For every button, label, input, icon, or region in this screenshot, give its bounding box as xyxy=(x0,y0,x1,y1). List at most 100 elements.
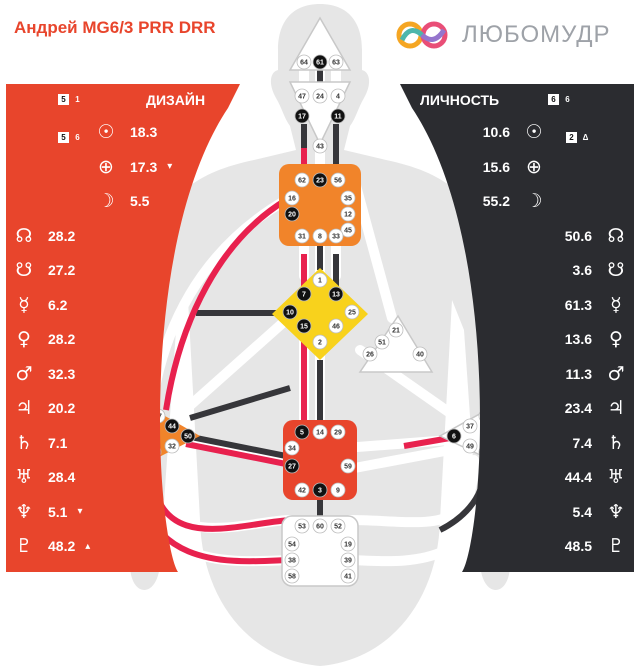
gate-32[interactable]: 32 xyxy=(164,438,180,454)
personality-row[interactable]: ♅44.4 xyxy=(500,463,630,491)
gate-2[interactable]: 2 xyxy=(312,334,328,350)
gate-number: 1 xyxy=(318,278,322,285)
gate-57[interactable]: 57 xyxy=(150,408,166,424)
design-row[interactable]: ♆5.1▾ xyxy=(10,498,140,526)
design-row[interactable]: ☽5.5 xyxy=(92,187,222,215)
gate-6[interactable]: 6 xyxy=(446,428,462,444)
gate-20[interactable]: 20 xyxy=(284,206,300,222)
gate-54[interactable]: 54 xyxy=(284,536,300,552)
design-row[interactable]: ♀28.2 xyxy=(10,325,140,353)
gate-43[interactable]: 43 xyxy=(312,138,328,154)
personality-row[interactable]: ♂11.3 xyxy=(500,360,630,388)
gate-64[interactable]: 64 xyxy=(296,54,312,70)
personality-row[interactable]: ♀13.6 xyxy=(500,325,630,353)
gate-55[interactable]: 55 xyxy=(478,444,494,460)
personality-row[interactable]: ♃23.4 xyxy=(500,394,630,422)
gate-58[interactable]: 58 xyxy=(284,568,300,584)
gate-17[interactable]: 17 xyxy=(294,108,310,124)
gate-21[interactable]: 21 xyxy=(388,322,404,338)
gate-23[interactable]: 23 xyxy=(312,172,328,188)
gate-number: 33 xyxy=(332,234,340,241)
gate-40[interactable]: 40 xyxy=(412,346,428,362)
gate-53[interactable]: 53 xyxy=(294,518,310,534)
gate-24[interactable]: 24 xyxy=(312,88,328,104)
planet-value: 50.6 xyxy=(564,227,592,244)
gate-10[interactable]: 10 xyxy=(282,304,298,320)
gate-4[interactable]: 4 xyxy=(330,88,346,104)
gate-circle xyxy=(340,190,356,206)
personality-row[interactable]: ⊕15.6 xyxy=(418,153,548,181)
gate-49[interactable]: 49 xyxy=(462,438,478,454)
personality-row[interactable]: ☽55.2 xyxy=(418,187,548,215)
gate-19[interactable]: 19 xyxy=(340,536,356,552)
arrow-value-b: 6 xyxy=(565,95,570,104)
gate-50[interactable]: 50 xyxy=(180,428,196,444)
design-row[interactable]: ☿6.2 xyxy=(10,291,140,319)
gate-46[interactable]: 46 xyxy=(328,318,344,334)
personality-row[interactable]: ♄7.4 xyxy=(500,429,630,457)
gate-7[interactable]: 7 xyxy=(296,286,312,302)
design-row[interactable]: ☉18.3 xyxy=(92,118,222,146)
personality-row[interactable]: ♆5.4 xyxy=(500,498,630,526)
gate-14[interactable]: 14 xyxy=(312,424,328,440)
gate-8[interactable]: 8 xyxy=(312,228,328,244)
gate-52[interactable]: 52 xyxy=(330,518,346,534)
gate-1[interactable]: 1 xyxy=(312,272,328,288)
gate-61[interactable]: 61 xyxy=(312,54,328,70)
design-row[interactable]: ☋27.2 xyxy=(10,256,140,284)
gate-62[interactable]: 62 xyxy=(294,172,310,188)
gate-42[interactable]: 42 xyxy=(294,482,310,498)
design-row[interactable]: ⊕17.3▾ xyxy=(92,153,222,181)
gate-33[interactable]: 33 xyxy=(328,228,344,244)
gate-3[interactable]: 3 xyxy=(312,482,328,498)
gate-60[interactable]: 60 xyxy=(312,518,328,534)
design-row[interactable]: ♃20.2 xyxy=(10,394,140,422)
gate-9[interactable]: 9 xyxy=(330,482,346,498)
planet-value: 20.2 xyxy=(48,400,76,416)
gate-56[interactable]: 56 xyxy=(330,172,346,188)
gate-11[interactable]: 11 xyxy=(330,108,346,124)
gate-31[interactable]: 31 xyxy=(294,228,310,244)
gate-13[interactable]: 13 xyxy=(328,286,344,302)
gate-45[interactable]: 45 xyxy=(340,222,356,238)
gate-25[interactable]: 25 xyxy=(344,304,360,320)
gate-47[interactable]: 47 xyxy=(294,88,310,104)
design-row[interactable]: ♇48.2▴ xyxy=(10,532,140,560)
gate-26[interactable]: 26 xyxy=(362,346,378,362)
gate-44[interactable]: 44 xyxy=(164,418,180,434)
gate-39[interactable]: 39 xyxy=(340,552,356,568)
gate-29[interactable]: 29 xyxy=(330,424,346,440)
gate-16[interactable]: 16 xyxy=(284,190,300,206)
personality-row[interactable]: ♇48.5 xyxy=(500,532,630,560)
gate-12[interactable]: 12 xyxy=(340,206,356,222)
personality-row[interactable]: ☉10.6 xyxy=(418,118,548,146)
design-row[interactable]: ☊28.2 xyxy=(10,222,140,250)
design-row[interactable]: ♄7.1 xyxy=(10,429,140,457)
gate-15[interactable]: 15 xyxy=(296,318,312,334)
design-row[interactable]: ♂32.3 xyxy=(10,360,140,388)
gate-22[interactable]: 22 xyxy=(478,408,494,424)
gate-34[interactable]: 34 xyxy=(284,440,300,456)
gate-37[interactable]: 37 xyxy=(462,418,478,434)
gate-41[interactable]: 41 xyxy=(340,568,356,584)
personality-row[interactable]: ☿61.3 xyxy=(500,291,630,319)
design-row[interactable]: ♅28.4 xyxy=(10,463,140,491)
gate-27[interactable]: 27 xyxy=(284,458,300,474)
gate-circle xyxy=(312,88,328,104)
gate-circle xyxy=(312,138,328,154)
personality-row[interactable]: ☊50.6 xyxy=(500,222,630,250)
gate-51[interactable]: 51 xyxy=(374,334,390,350)
gate-63[interactable]: 63 xyxy=(328,54,344,70)
gate-number: 29 xyxy=(334,430,342,437)
gate-59[interactable]: 59 xyxy=(340,458,356,474)
gate-28[interactable]: 28 xyxy=(146,444,162,460)
gate-number: 25 xyxy=(348,310,356,317)
gate-5[interactable]: 5 xyxy=(294,424,310,440)
personality-row[interactable]: ☋3.6 xyxy=(500,256,630,284)
gate-35[interactable]: 35 xyxy=(340,190,356,206)
gate-38[interactable]: 38 xyxy=(284,552,300,568)
